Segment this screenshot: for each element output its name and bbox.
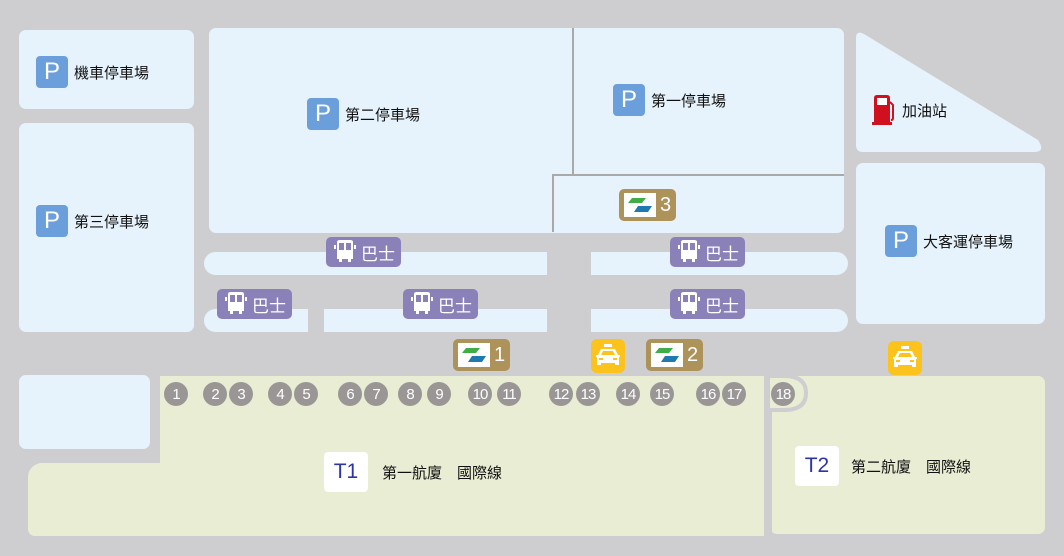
motorcycle-parking-text: 機車停車場 <box>74 63 150 82</box>
road-island <box>324 309 547 332</box>
bus-icon <box>225 292 247 314</box>
parking-lot-3-text: 第三停車場 <box>74 212 150 231</box>
bus-icon <box>678 292 700 314</box>
parking-lot-2-label: P 第二停車場 <box>307 98 420 130</box>
bus-stop[interactable]: 巴士 <box>217 289 292 319</box>
gate-17[interactable]: 17 <box>722 382 746 406</box>
bus-label: 巴士 <box>252 296 286 317</box>
metro3-divider-v <box>552 174 554 232</box>
gas-pump-icon <box>872 95 894 125</box>
gate-12[interactable]: 12 <box>549 382 573 406</box>
bus-label: 巴士 <box>705 244 739 265</box>
terminal-1-label: T1 第一航廈 國際線 <box>324 452 502 492</box>
metro-logo-icon <box>651 343 683 367</box>
parking-lot-3-label: P 第三停車場 <box>36 205 149 237</box>
gate-3[interactable]: 3 <box>229 382 253 406</box>
taxi-stand[interactable] <box>888 341 922 375</box>
taxi-stand[interactable] <box>591 339 625 373</box>
taxi-icon <box>596 344 620 365</box>
bus-stop[interactable]: 巴士 <box>670 289 745 319</box>
parking-lot-2-text: 第二停車場 <box>345 105 421 124</box>
gate-2[interactable]: 2 <box>203 382 227 406</box>
metro-exit-number: 2 <box>687 343 699 366</box>
terminal-2-text: 第二航廈 國際線 <box>851 457 972 476</box>
terminal-2-label: T2 第二航廈 國際線 <box>795 446 971 486</box>
small-area <box>19 375 150 449</box>
gate-11[interactable]: 11 <box>497 382 521 406</box>
taxi-icon <box>893 346 917 367</box>
gate-5[interactable]: 5 <box>294 382 318 406</box>
terminal-1-area-extension <box>28 463 228 536</box>
gate-16[interactable]: 16 <box>696 382 720 406</box>
gas-station-text: 加油站 <box>902 101 948 120</box>
parking-lot-1-area[interactable] <box>573 28 844 233</box>
gate-10[interactable]: 10 <box>468 382 492 406</box>
terminal-1-badge: T1 <box>324 452 368 492</box>
metro-exit-3[interactable]: 3 <box>619 189 677 221</box>
parking-icon: P <box>885 225 917 257</box>
bus-stop[interactable]: 巴士 <box>670 237 745 267</box>
parking-lot-2-area[interactable] <box>209 28 573 233</box>
road-island <box>591 309 848 332</box>
gate-6[interactable]: 6 <box>338 382 362 406</box>
metro3-divider <box>552 174 844 176</box>
bus-stop[interactable]: 巴士 <box>326 237 401 267</box>
bus-icon <box>334 240 356 262</box>
bus-stop[interactable]: 巴士 <box>403 289 478 319</box>
coach-parking-label: P 大客運停車場 <box>885 225 1013 257</box>
gate-8[interactable]: 8 <box>398 382 422 406</box>
gas-station-label: 加油站 <box>872 94 947 126</box>
parking-lot-1-text: 第一停車場 <box>651 91 727 110</box>
gate-1[interactable]: 1 <box>164 382 188 406</box>
gate-18-connector <box>764 376 809 536</box>
gate-18[interactable]: 18 <box>771 382 795 406</box>
metro-exit-number: 1 <box>494 343 506 366</box>
gate-9[interactable]: 9 <box>427 382 451 406</box>
metro-exit-number: 3 <box>660 193 672 216</box>
gas-station-area[interactable] <box>856 30 1046 154</box>
bus-icon <box>411 292 433 314</box>
gate-4[interactable]: 4 <box>268 382 292 406</box>
gate-13[interactable]: 13 <box>576 382 600 406</box>
gate-14[interactable]: 14 <box>616 382 640 406</box>
bus-label: 巴士 <box>705 296 739 317</box>
terminal-2-badge: T2 <box>795 446 839 486</box>
bus-icon <box>678 240 700 262</box>
coach-parking-text: 大客運停車場 <box>923 232 1014 251</box>
parking-icon: P <box>307 98 339 130</box>
gate-15[interactable]: 15 <box>650 382 674 406</box>
metro-exit-2[interactable]: 2 <box>646 339 704 371</box>
metro-logo-icon <box>624 193 656 217</box>
lot-divider <box>572 28 574 174</box>
parking-lot-1-label: P 第一停車場 <box>613 84 726 116</box>
parking-icon: P <box>36 56 68 88</box>
metro-logo-icon <box>458 343 490 367</box>
metro-exit-1[interactable]: 1 <box>453 339 511 371</box>
gate-7[interactable]: 7 <box>364 382 388 406</box>
parking-icon: P <box>36 205 68 237</box>
terminal-1-text: 第一航廈 國際線 <box>382 463 503 482</box>
parking-icon: P <box>613 84 645 116</box>
motorcycle-parking-label: P 機車停車場 <box>36 56 149 88</box>
bus-label: 巴士 <box>361 244 395 265</box>
bus-label: 巴士 <box>438 296 472 317</box>
